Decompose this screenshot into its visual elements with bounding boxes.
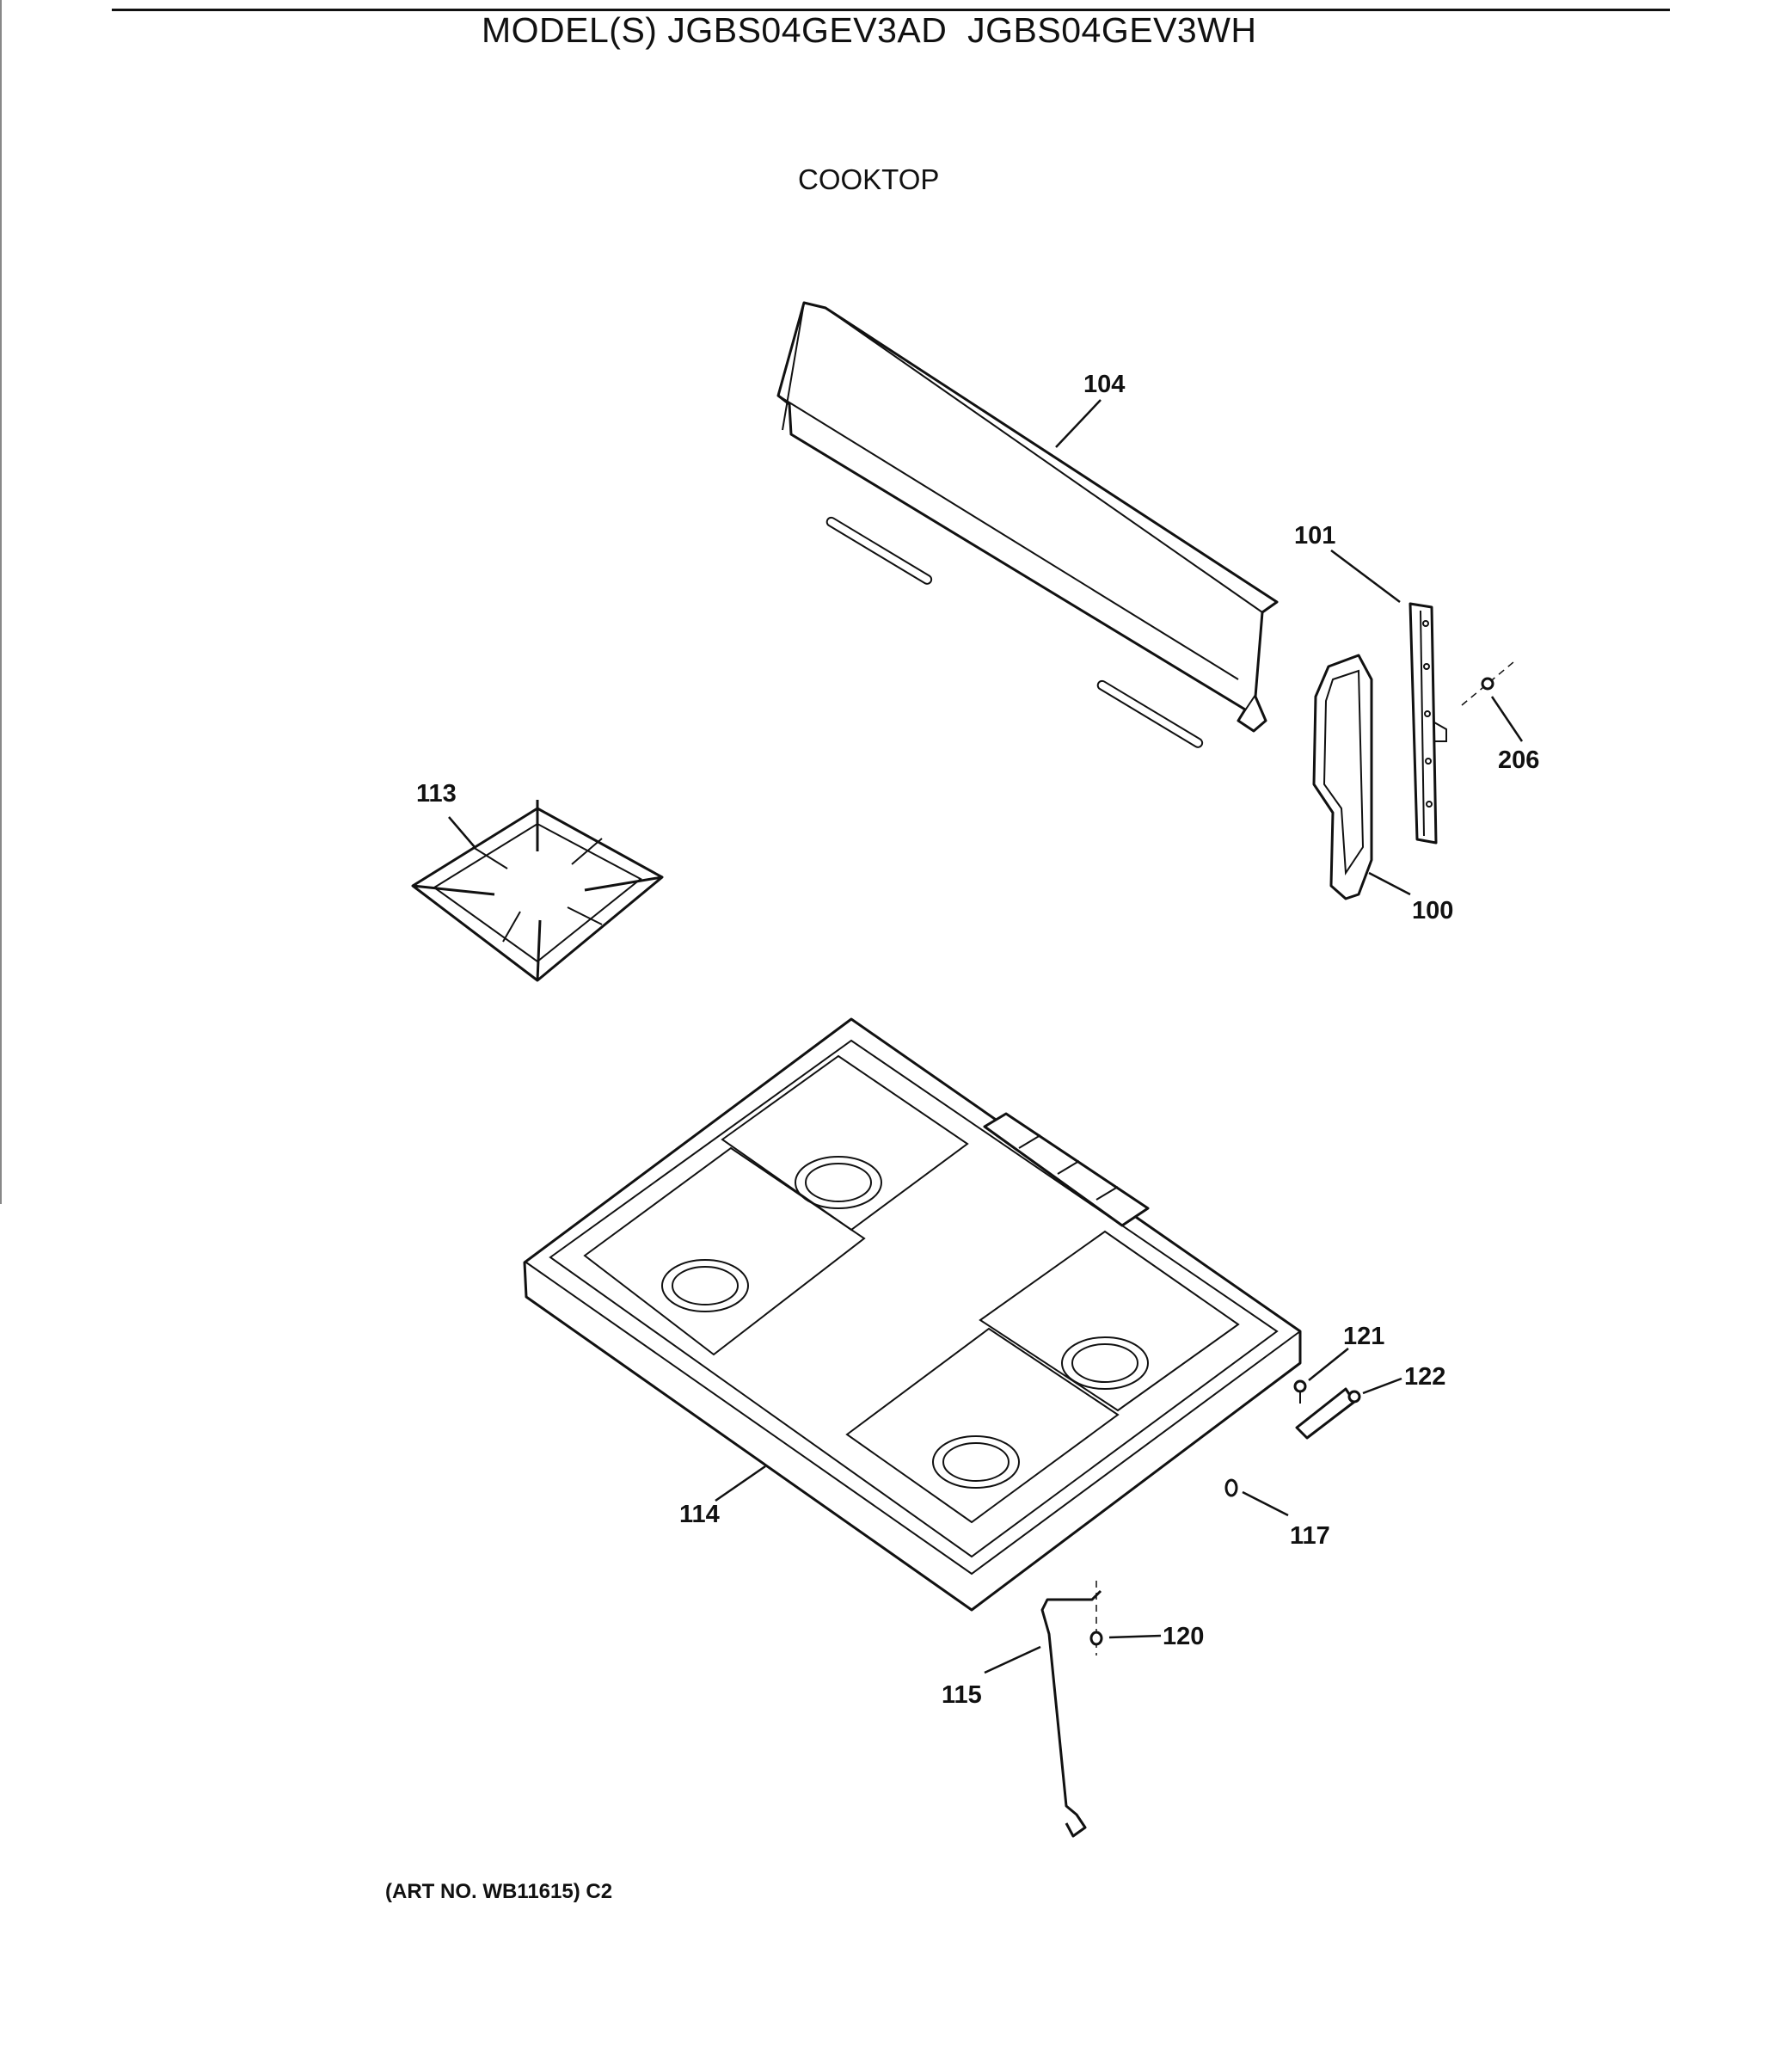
section-title: COOKTOP <box>798 163 940 195</box>
leader-line-206 <box>1490 696 1524 742</box>
leader-line-113 <box>448 816 476 848</box>
screw-206-part <box>1461 661 1514 706</box>
leader-line-104 <box>1055 399 1102 448</box>
callout-113: 113 <box>416 780 457 808</box>
model-title: MODEL(S) JGBS04GEV3AD JGBS04GEV3WH <box>482 10 1257 50</box>
art-number: (ART NO. WB11615) C2 <box>385 1880 613 1903</box>
leader-line-121 <box>1308 1348 1349 1381</box>
callout-206: 206 <box>1498 746 1539 774</box>
leader-line-122 <box>1362 1377 1402 1395</box>
end-cap-bracket-part <box>1408 602 1447 845</box>
callout-115: 115 <box>942 1681 982 1709</box>
callout-117: 117 <box>1290 1522 1330 1550</box>
callout-121: 121 <box>1343 1323 1384 1350</box>
grate-part <box>411 800 664 982</box>
backsplash-part <box>776 301 1279 748</box>
callout-104: 104 <box>1083 371 1125 398</box>
callout-122: 122 <box>1404 1363 1445 1391</box>
screw-121-part <box>1293 1379 1307 1404</box>
header-rule <box>112 9 1670 11</box>
bracket-122-part <box>1295 1387 1361 1440</box>
leader-line-101 <box>1330 550 1401 603</box>
callout-114: 114 <box>679 1501 720 1528</box>
leader-line-114 <box>715 1465 766 1502</box>
cooktop-part <box>523 1017 1302 1612</box>
callout-100: 100 <box>1412 897 1453 924</box>
nut-120-part <box>1089 1631 1103 1646</box>
leader-line-100 <box>1368 871 1411 896</box>
page-left-edge <box>0 0 2 1204</box>
leader-line-115 <box>984 1645 1041 1674</box>
leader-line-120 <box>1108 1634 1162 1639</box>
callout-101: 101 <box>1294 522 1335 550</box>
support-rod-part <box>1040 1581 1102 1838</box>
leader-line-117 <box>1242 1490 1289 1517</box>
callout-120: 120 <box>1163 1623 1204 1650</box>
clip-117-part <box>1224 1478 1238 1497</box>
end-cap-part <box>1312 654 1373 900</box>
